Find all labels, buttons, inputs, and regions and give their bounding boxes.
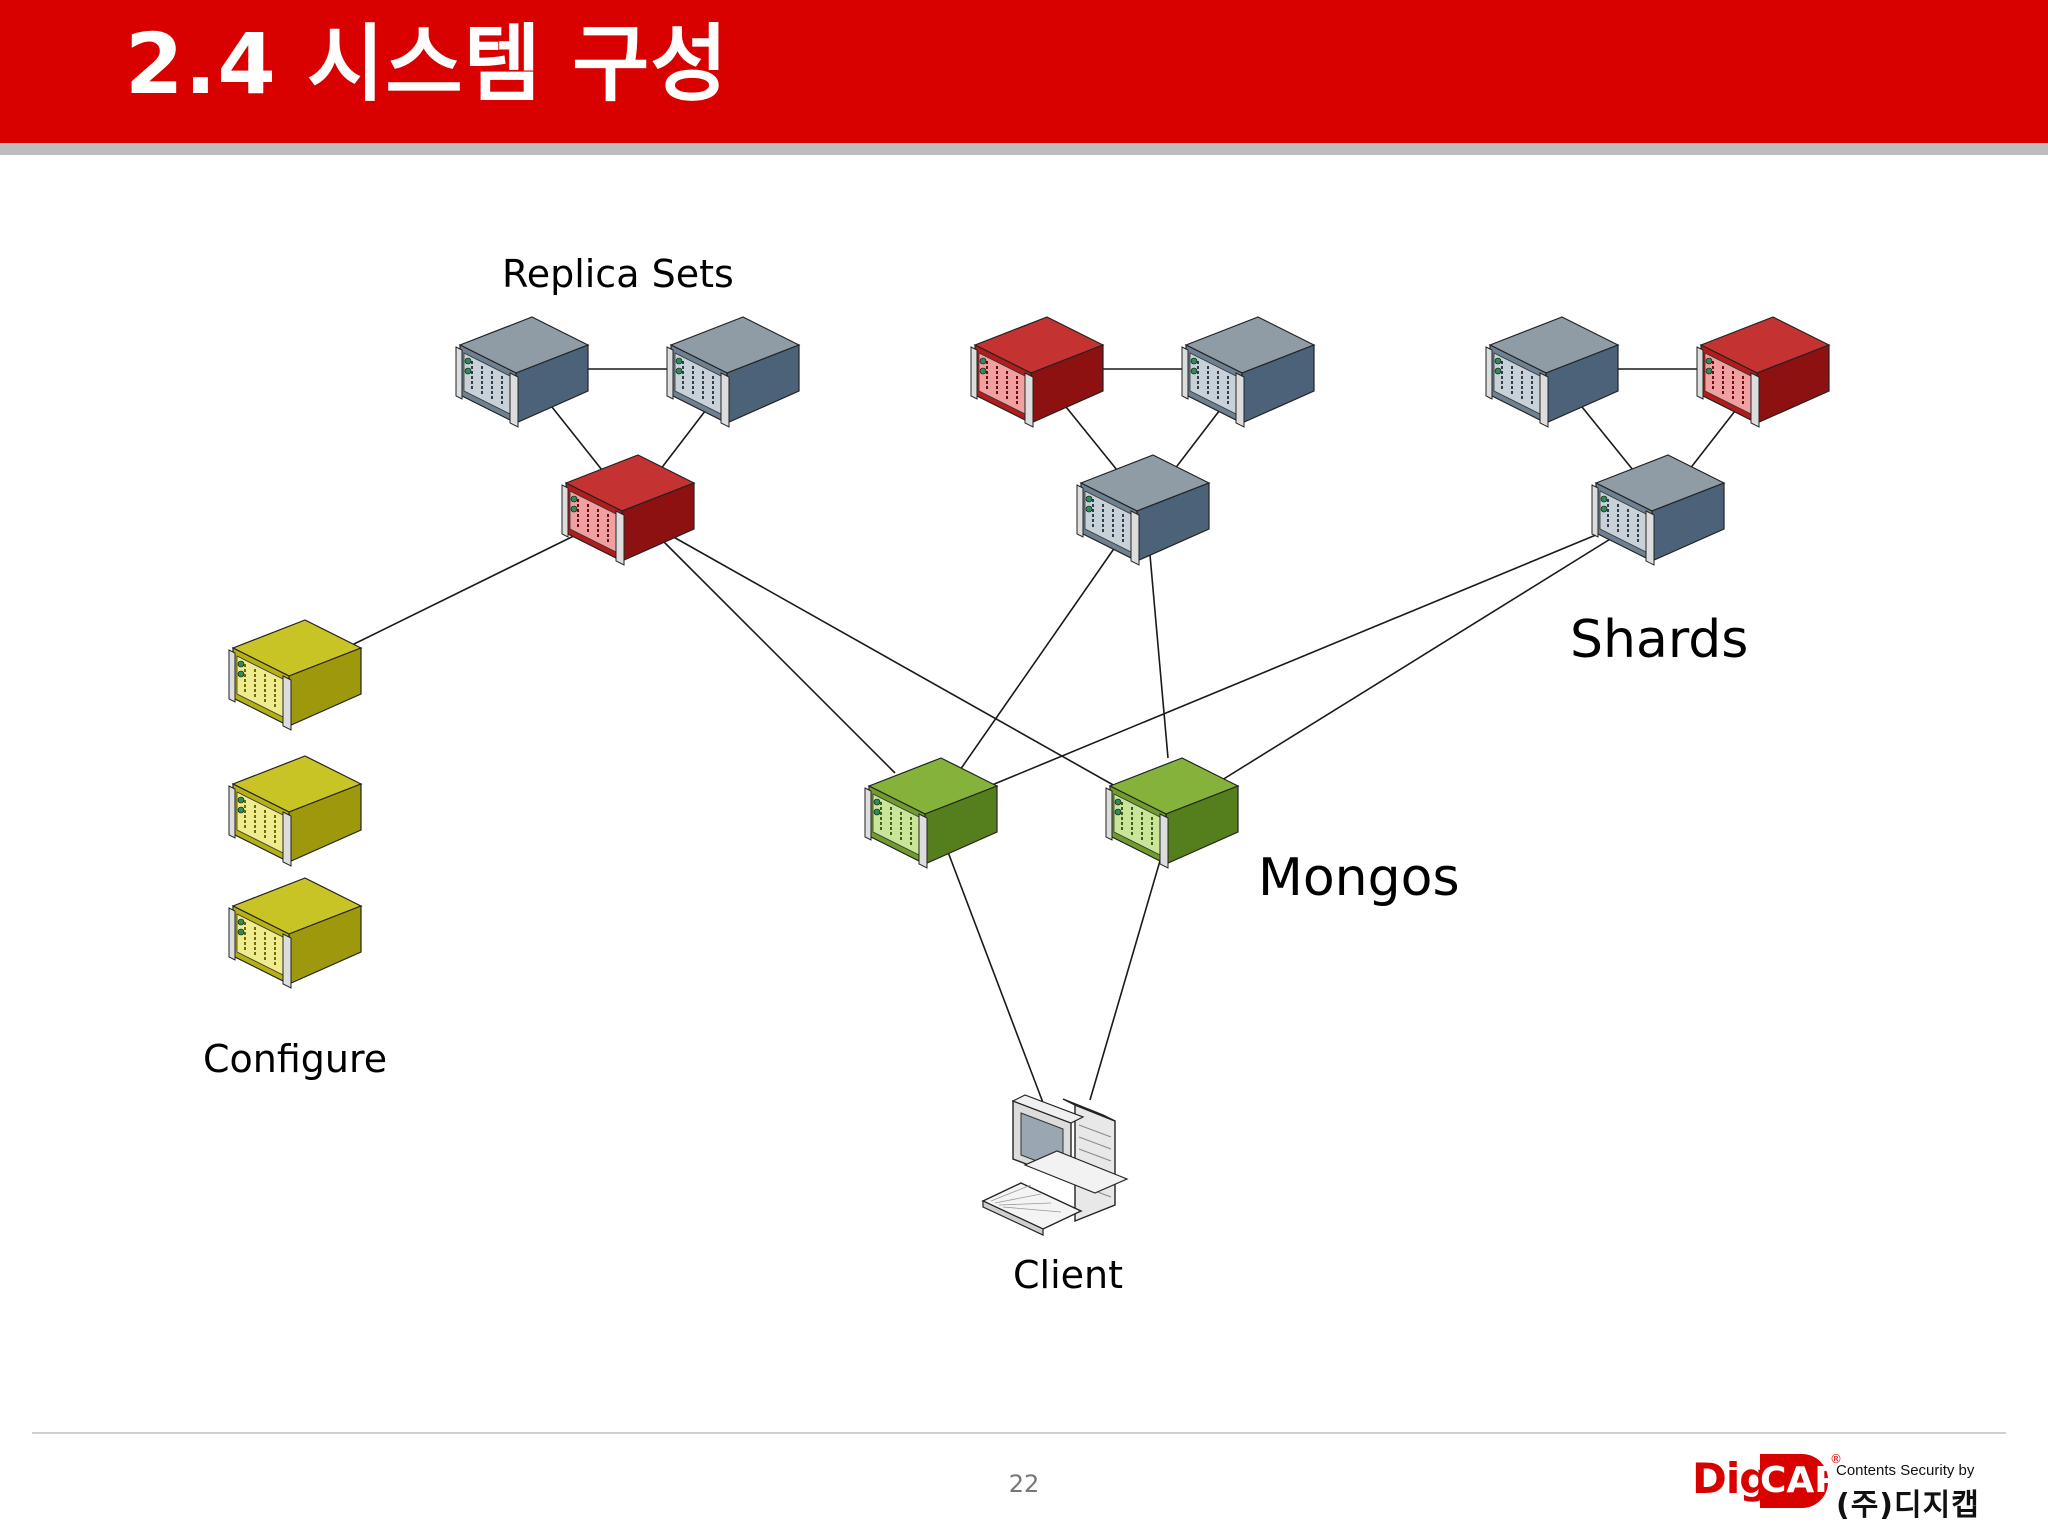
connection-lines [349, 368, 1743, 1109]
edge-rs2-a-rs2-c [1061, 401, 1118, 471]
replica-server-icon-rs3-b [1696, 316, 1831, 428]
replica-server-icon-rs3-c [1591, 454, 1726, 566]
mongos-server-icon-mongos-1 [864, 757, 999, 869]
edge-rs3-a-rs3-c [1577, 401, 1634, 471]
label-mongos: Mongos [1258, 848, 1460, 908]
edge-rs3-b-rs3-c [1688, 401, 1743, 471]
replica-server-icon-rs1-a [455, 316, 590, 428]
edge-rs1-a-rs1-c [547, 401, 603, 471]
replica-server-icon-rs3-a [1485, 316, 1620, 428]
header-banner: 2.4 시스템 구성 [0, 0, 2048, 143]
label-shards: Shards [1570, 610, 1749, 670]
page-title: 2.4 시스템 구성 [125, 15, 729, 113]
label-client: Client [1013, 1253, 1124, 1297]
edge-mongos-2-client [1089, 853, 1163, 1101]
replica-server-icon-rs1-b [666, 316, 801, 428]
edge-rs2-c-mongos-1 [959, 539, 1121, 771]
edge-rs1-b-rs1-c [659, 401, 713, 471]
configure-server-icon-cfg-3 [228, 877, 363, 989]
page-number: 22 [1008, 1470, 1040, 1498]
client-computer-icon [981, 1094, 1129, 1236]
configure-server-icon-cfg-2 [228, 755, 363, 867]
logo-tagline: Contents Security by [1836, 1462, 1975, 1479]
replica-server-icon-rs2-c [1076, 454, 1211, 566]
replica-server-icon-rs1-c [561, 454, 696, 566]
company-logo: Digi CAP ® Contents Security by (주)디지캡 [1672, 1452, 2032, 1523]
edge-rs2-b-rs2-c [1173, 401, 1227, 471]
mongos-server-icon-mongos-2 [1105, 757, 1240, 869]
edge-mongos-1-client [947, 851, 1046, 1109]
edge-rs2-c-mongos-2 [1149, 554, 1169, 759]
replica-server-icon-rs2-b [1181, 316, 1316, 428]
footer-divider [32, 1432, 2006, 1434]
header-divider [0, 143, 2048, 155]
edge-rs1-c-mongos-2 [669, 534, 1116, 787]
label-replica-sets: Replica Sets [502, 252, 734, 296]
logo-company-name: (주)디지캡 [1836, 1488, 1980, 1523]
edge-rs3-c-mongos-2 [1221, 527, 1629, 781]
server-nodes [228, 316, 1831, 1236]
edge-rs3-c-mongos-1 [991, 524, 1621, 786]
label-configure: Configure [203, 1037, 388, 1081]
configure-server-icon-cfg-1 [228, 619, 363, 731]
logo-registered-mark: ® [1830, 1452, 1842, 1466]
edge-rs1-c-cfg-1 [349, 527, 591, 647]
replica-server-icon-rs2-a [970, 316, 1105, 428]
logo-cap-text: CAP [1760, 1454, 1841, 1508]
edge-rs1-c-mongos-1 [661, 539, 896, 774]
